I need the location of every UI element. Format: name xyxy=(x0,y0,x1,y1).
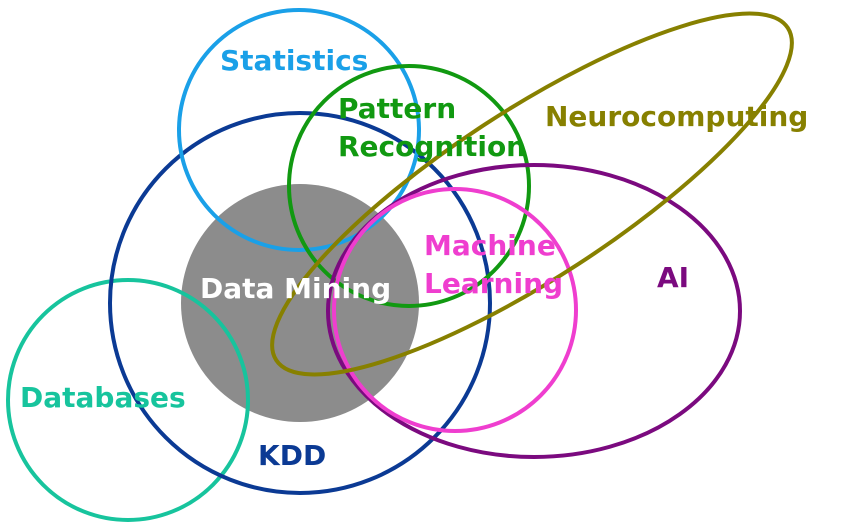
statistics-circle xyxy=(177,8,421,252)
data-mining-label: Data Mining xyxy=(200,272,391,305)
machine-learning-label-line1: Machine xyxy=(424,229,556,262)
ai-ellipse xyxy=(326,163,742,459)
machine-learning-label-line2: Learning xyxy=(424,267,563,300)
neurocomputing-label: Neurocomputing xyxy=(545,100,808,133)
statistics-label: Statistics xyxy=(220,44,368,77)
neurocomputing-ellipse xyxy=(270,11,794,377)
databases-circle xyxy=(6,278,250,522)
machine-learning-circle xyxy=(332,187,578,433)
ai-label: AI xyxy=(657,261,689,294)
kdd-circle xyxy=(108,111,492,495)
databases-label: Databases xyxy=(20,381,186,414)
kdd-label: KDD xyxy=(258,439,326,472)
pattern-recognition-label-line2: Recognition xyxy=(338,130,526,163)
pattern-recognition-label-line1: Pattern xyxy=(338,92,456,125)
pattern-recognition-circle xyxy=(287,64,531,308)
